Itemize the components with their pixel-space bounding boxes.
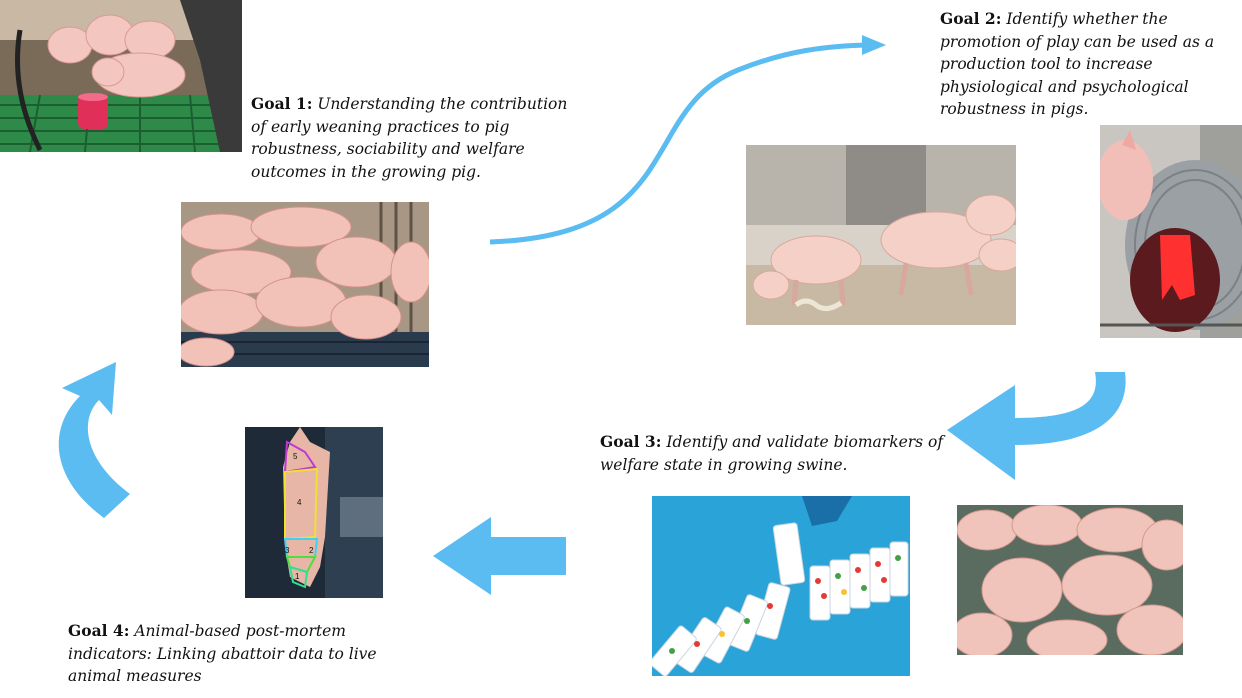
- carcass-region-5: 5: [293, 452, 298, 461]
- playing-piglets-photo: [746, 145, 1016, 325]
- goal-4-label: Goal 4:: [68, 621, 130, 640]
- right-curved-arrow: [945, 370, 1130, 485]
- carcass-region-2: 2: [309, 546, 314, 555]
- goal-1-text: Goal 1: Understanding the contribution o…: [251, 93, 581, 183]
- goal-3-text: Goal 3: Identify and validate biomarkers…: [600, 431, 950, 476]
- goal-2-description: Identify whether the promotion of play c…: [940, 10, 1215, 118]
- top-curved-arrow: [488, 30, 888, 250]
- carcass-region-3: 3: [285, 546, 290, 555]
- goal-3-label: Goal 3:: [600, 432, 662, 451]
- left-curved-arrow: [44, 360, 136, 520]
- goal-2-text: Goal 2: Identify whether the promotion o…: [940, 8, 1230, 121]
- goal-2-label: Goal 2:: [940, 9, 1002, 28]
- piglet-group-photo: [181, 202, 429, 367]
- carcass-photo: 5 4 3 2 1: [245, 427, 383, 598]
- goal-4-description: Animal-based post-mortem indicators: Lin…: [68, 622, 377, 685]
- piglets-pen-photo: [0, 0, 242, 152]
- goal-3-description: Identify and validate biomarkers of welf…: [600, 433, 944, 474]
- goal-4-text: Goal 4: Animal-based post-mortem indicat…: [68, 620, 388, 688]
- carcass-region-4: 4: [297, 498, 302, 507]
- goal-1-label: Goal 1:: [251, 94, 313, 113]
- goal-1-description: Understanding the contribution of early …: [251, 95, 568, 181]
- piglet-tunnel-photo: [1100, 125, 1242, 338]
- pig-herd-photo: [957, 505, 1183, 655]
- dominoes-illustration: [652, 496, 910, 676]
- carcass-region-1: 1: [295, 572, 300, 581]
- bottom-left-arrow: [433, 517, 566, 595]
